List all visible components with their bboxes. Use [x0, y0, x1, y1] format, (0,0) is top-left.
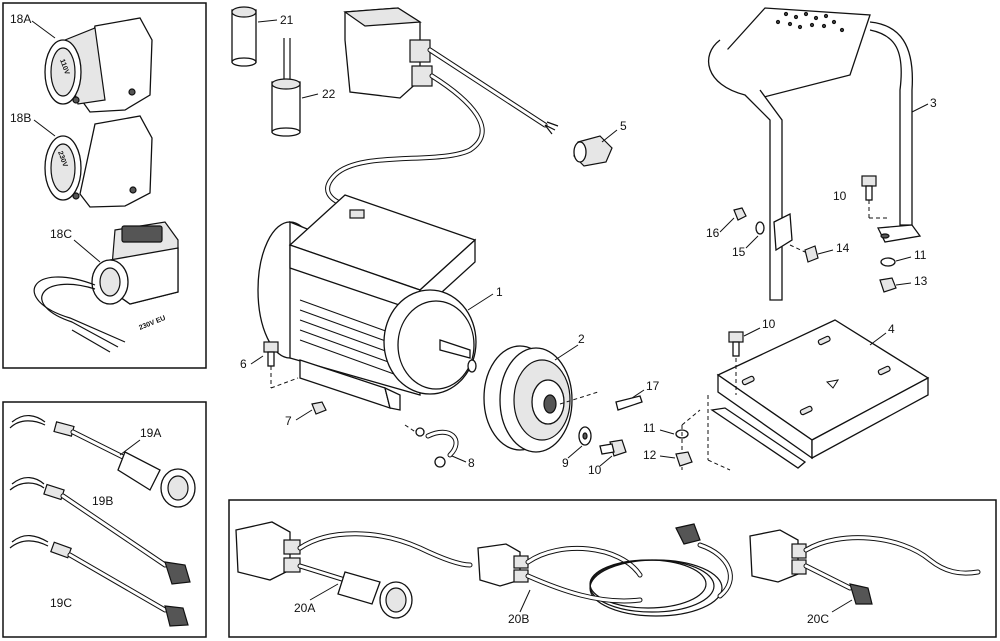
- label-17: 17: [646, 379, 660, 393]
- socket-230v-18b: 230V: [44, 115, 153, 208]
- label-18c: 18C: [50, 227, 72, 241]
- nut-13: [879, 277, 897, 293]
- supply-cable-20c: [749, 529, 981, 605]
- label-3: 3: [930, 96, 937, 110]
- cord-19c: [9, 535, 189, 627]
- nut-7: [311, 401, 327, 415]
- label-18a: 18A: [10, 12, 31, 26]
- label-1: 1: [496, 285, 503, 299]
- label-11-handle: 11: [914, 248, 927, 262]
- supply-cable-20a: [235, 521, 473, 619]
- electric-motor-1: [257, 194, 477, 411]
- label-19a: 19A: [140, 426, 161, 440]
- label-20b: 20B: [508, 612, 529, 626]
- key-17: [615, 395, 643, 411]
- label-14: 14: [836, 241, 850, 255]
- label-13: 13: [914, 274, 928, 288]
- label-12: 12: [643, 448, 657, 462]
- pulley-2: [483, 345, 599, 453]
- nut-16: [733, 207, 747, 221]
- bracket-14: [773, 212, 819, 263]
- junction-box: [325, 7, 559, 208]
- label-10-base: 10: [762, 317, 776, 331]
- label-11-base: 11: [643, 421, 656, 435]
- label-9: 9: [562, 456, 569, 470]
- bolt-10-pulley: [599, 439, 627, 457]
- label-15: 15: [732, 245, 746, 259]
- label-18b: 18B: [10, 111, 31, 125]
- panel-18: [2, 2, 207, 369]
- washer-15: [755, 221, 765, 235]
- label-10-handle: 10: [833, 189, 847, 203]
- nut-12: [675, 451, 693, 467]
- label-4: 4: [888, 322, 895, 336]
- label-10-pulley: 10: [588, 463, 602, 477]
- label-2: 2: [578, 332, 585, 346]
- bolt-6: [263, 341, 299, 389]
- label-6: 6: [240, 357, 247, 371]
- washer-9: [578, 426, 592, 446]
- label-20a: 20A: [294, 601, 315, 615]
- supply-cable-20b: [477, 523, 733, 617]
- label-21: 21: [280, 13, 294, 27]
- cord-19b: [9, 477, 191, 585]
- label-20c: 20C: [807, 612, 829, 626]
- cord-19a: [9, 415, 196, 508]
- panel-20: [228, 499, 997, 638]
- socket-110v-18a: 110V: [44, 17, 153, 113]
- capacitor-22: [271, 38, 301, 137]
- panel-19: [2, 401, 207, 638]
- cable-gland-5: [573, 135, 613, 167]
- label-19c: 19C: [50, 596, 72, 610]
- label-22: 22: [322, 87, 336, 101]
- label-5: 5: [620, 119, 627, 133]
- bolt-10-handle: [861, 175, 888, 219]
- label-16: 16: [706, 226, 720, 240]
- label-8: 8: [468, 456, 475, 470]
- label-7: 7: [285, 414, 292, 428]
- plug-text-230v-eu: 230V EU: [138, 315, 167, 332]
- capacitor-21: [231, 6, 257, 67]
- earth-lead-8: [404, 424, 459, 468]
- handle-3: [707, 7, 922, 301]
- label-19b: 19B: [92, 494, 113, 508]
- bolt-10-base: [728, 331, 744, 357]
- base-plate-4: [707, 319, 930, 471]
- switch-box-18c: 230V EU: [33, 221, 179, 353]
- washer-11-handle: [880, 257, 896, 267]
